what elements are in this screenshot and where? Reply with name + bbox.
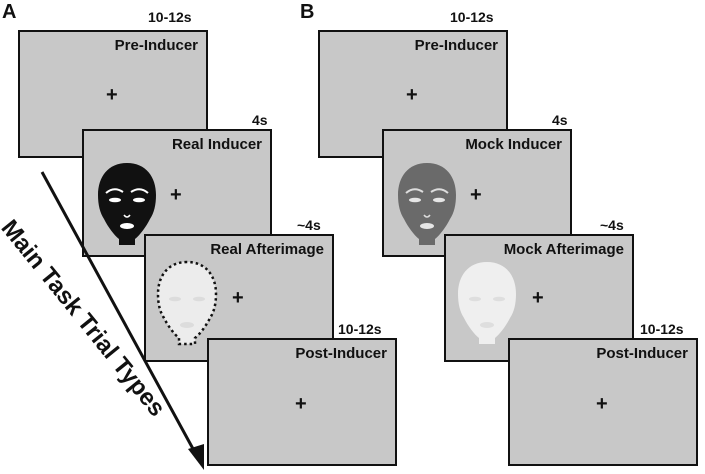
panel-b-mock-afterimage-duration: ~4s bbox=[600, 217, 624, 233]
panel-a-real-inducer-duration: 4s bbox=[252, 112, 268, 128]
panel-b-post-inducer-duration: 10-12s bbox=[640, 321, 684, 337]
fixation-cross: + bbox=[232, 287, 244, 309]
fixation-cross: + bbox=[406, 84, 418, 106]
mock-face-icon bbox=[398, 163, 456, 245]
panel-b-post-inducer-screen: Post-Inducer + bbox=[508, 338, 698, 466]
fixation-cross: + bbox=[170, 184, 182, 206]
screen-label: Mock Inducer bbox=[465, 136, 562, 153]
fixation-cross: + bbox=[532, 287, 544, 309]
panel-a-letter: A bbox=[2, 1, 17, 23]
panel-b-mock-inducer-duration: 4s bbox=[552, 112, 568, 128]
fixation-cross: + bbox=[470, 184, 482, 206]
panel-b-pre-inducer-duration: 10-12s bbox=[450, 9, 494, 25]
mock-afterimage-face-icon bbox=[458, 262, 516, 344]
fixation-cross: + bbox=[295, 393, 307, 415]
screen-label: Pre-Inducer bbox=[414, 37, 498, 54]
screen-label: Mock Afterimage bbox=[503, 241, 624, 258]
panel-a-post-inducer-screen: Post-Inducer + bbox=[207, 338, 397, 466]
screen-label: Pre-Inducer bbox=[114, 37, 198, 54]
panel-a-real-afterimage-duration: ~4s bbox=[297, 217, 321, 233]
screen-label: Post-Inducer bbox=[295, 345, 387, 362]
panel-a-post-inducer-duration: 10-12s bbox=[338, 321, 382, 337]
panel-a-pre-inducer-duration: 10-12s bbox=[148, 9, 192, 25]
panel-b-letter: B bbox=[300, 1, 315, 23]
afterimage-face-icon bbox=[156, 260, 218, 346]
screen-label: Real Afterimage bbox=[210, 241, 324, 258]
fixation-cross: + bbox=[106, 84, 118, 106]
screen-label: Post-Inducer bbox=[596, 345, 688, 362]
screen-label: Real Inducer bbox=[171, 136, 262, 153]
fixation-cross: + bbox=[596, 393, 608, 415]
